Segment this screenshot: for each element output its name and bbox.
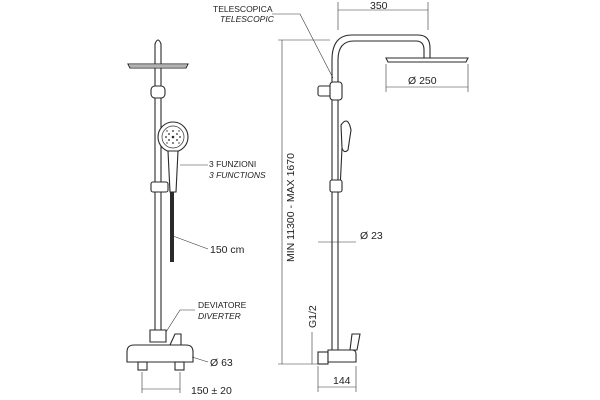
side-hand-shower (340, 120, 352, 153)
hose-length-label: 150 cm (210, 244, 245, 256)
slider-holder (150, 181, 169, 193)
height-range-label: MIN 11300 - MAX 1670 (285, 153, 297, 262)
hand-shower-ring (161, 125, 185, 149)
upper-arm (154, 39, 162, 64)
head-diameter-label: Ø 250 (408, 75, 437, 87)
mixer-lever (169, 333, 182, 346)
spacing-label: 150 ± 20 (191, 385, 232, 397)
side-wall-plate (317, 351, 329, 365)
functions-label-it: 3 FUNZIONI (209, 159, 256, 169)
diverter-leader (165, 309, 195, 333)
mixer-body (126, 344, 194, 363)
height-dimension (278, 39, 330, 365)
side-clamp (329, 81, 343, 101)
functions-label-en: 3 FUNCTIONS (209, 170, 266, 180)
hand-shower-handle (167, 150, 179, 193)
width-label: 350 (370, 0, 388, 12)
left-connector (137, 361, 148, 371)
hose-leader (172, 235, 209, 250)
side-slider (329, 179, 343, 193)
hand-shower-nozzles (165, 130, 181, 144)
side-lever (349, 333, 361, 351)
side-column (331, 60, 339, 350)
diverter-body (149, 329, 167, 343)
head-diameter-dimension (385, 64, 469, 92)
thread-label: G1/2 (307, 305, 319, 328)
diverter-label-en: DIVERTER (198, 311, 241, 321)
head-shower-disc (127, 63, 189, 69)
side-head-shower (385, 57, 469, 63)
side-arm (331, 34, 431, 61)
spacing-dimension (141, 372, 181, 393)
depth-label: 144 (333, 375, 351, 387)
diameter63-leader (191, 356, 209, 363)
hose (170, 192, 174, 262)
side-mixer-body (327, 349, 357, 363)
telescopic-leader (272, 13, 334, 79)
telescopic-label-en: TELESCOPIC (220, 14, 275, 24)
right-connector (174, 361, 185, 371)
width-dimension (337, 2, 429, 30)
diverter-label-it: DEVIATORE (198, 300, 247, 310)
telescopic-knob (150, 85, 166, 99)
top-tube (154, 68, 162, 88)
telescopic-label-it: TELESCOPICA (213, 4, 273, 14)
front-view (126, 39, 209, 393)
side-view (272, 2, 469, 392)
diameter63-label: Ø 63 (210, 357, 233, 369)
column-diameter-label: Ø 23 (360, 230, 383, 242)
depth-dimension (317, 366, 357, 392)
